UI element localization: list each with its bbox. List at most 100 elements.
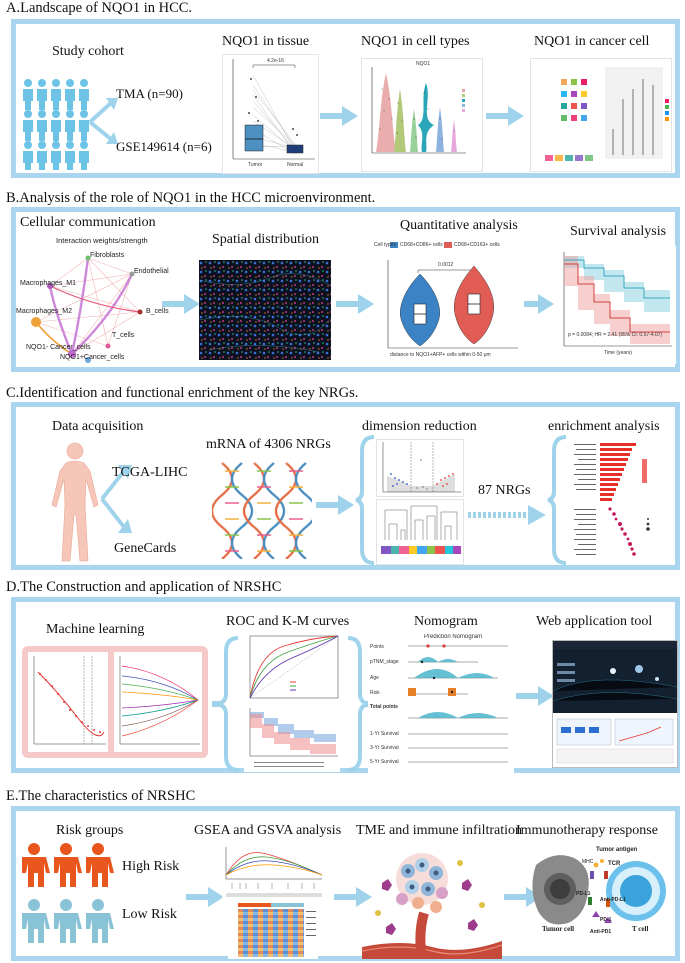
tme-illustration	[362, 853, 502, 959]
quantitative-violin: Cell types CD68+CD86+ cells CD68+CD163+ …	[374, 238, 524, 366]
human-body-icon	[51, 442, 99, 562]
high-risk-people-icon	[22, 843, 114, 887]
dimension-reduction-label: dimension reduction	[362, 419, 477, 434]
gse-label: GSE149614 (n=6)	[116, 139, 212, 154]
gsea-plot	[222, 845, 324, 901]
immunotherapy-label: Immunotherapy response	[516, 823, 658, 838]
nomo-row-5yr: 5-Yr Survival	[370, 759, 399, 765]
nomo-row-risk: Risk	[370, 690, 380, 696]
survival-pvalue: p = 0.0084; HR = 2.41 (95% CI: 0.57-4.07…	[568, 332, 663, 338]
legend-cd86: CD68+CD86+ cells	[400, 242, 443, 248]
branch-arrows	[88, 98, 118, 144]
tma-label: TMA (n=90)	[116, 86, 183, 101]
tissue-x-tumor: Tumor	[248, 162, 263, 168]
interaction-network	[31, 255, 143, 363]
legend-title: Cell types	[374, 242, 396, 248]
tissue-pvalue: 4.2e-16	[267, 58, 284, 64]
genecards-label: GeneCards	[114, 541, 177, 556]
roc-plot	[244, 634, 340, 704]
section-d-title: D.The Construction and application of NR…	[6, 579, 282, 595]
brace-left-c	[355, 435, 375, 565]
arrow-d1	[516, 686, 554, 706]
web-app-label: Web application tool	[536, 614, 653, 629]
nomo-row-points: Points	[370, 644, 384, 650]
network-title: Interaction weights/strength	[56, 236, 148, 245]
lasso-coef-plot	[114, 652, 202, 752]
tumor-antigen-label: Tumor antigen	[596, 847, 638, 853]
spatial-image	[199, 260, 331, 360]
pd1-label: PD-1	[600, 917, 612, 923]
machine-learning-label: Machine learning	[46, 622, 145, 637]
volcano-plot	[376, 439, 464, 497]
quantitative-analysis-label: Quantitative analysis	[400, 218, 518, 233]
arrow-b1	[162, 294, 200, 314]
legend-cd163: CD68+CD163+ cells	[454, 242, 500, 248]
dendrogram-plot	[376, 499, 464, 565]
arrow-c1	[316, 495, 354, 515]
gsva-heatmap	[228, 903, 318, 959]
arrow-a2	[486, 106, 524, 126]
risk-groups-label: Risk groups	[56, 823, 124, 838]
nomo-row-ptnm: pTNM_stage	[370, 659, 399, 665]
arrow-b3	[524, 294, 554, 314]
panel-b: Cellular communication Interaction weigh…	[11, 207, 680, 372]
violin-title: NQO1	[416, 61, 431, 67]
roc-km-label: ROC and K-M curves	[226, 614, 350, 629]
spatial-distribution-label: Spatial distribution	[212, 232, 319, 247]
node-fibroblasts: Fibroblasts	[90, 252, 125, 259]
gsea-gsva-label: GSEA and GSVA analysis	[194, 823, 342, 838]
tissue-boxplot: 4.2e-16 Tumor Normal	[222, 54, 319, 174]
nomo-row-1yr: 1-Yr Survival	[370, 731, 399, 737]
quant-xlabel: distance to NQO1+AFP+ cells within 0-50 …	[390, 352, 491, 358]
tumor-cell-label: Tumor cell	[542, 925, 575, 933]
section-c-title: C.Identification and functional enrichme…	[6, 385, 359, 401]
ml-panel	[22, 646, 208, 758]
section-e-title: E.The characteristics of NRSHC	[6, 788, 196, 804]
section-b-title: B.Analysis of the role of NQO1 in the HC…	[6, 190, 376, 206]
dashed-arrow-c	[468, 505, 546, 525]
km-plot	[244, 706, 340, 772]
nomo-row-3yr: 3-Yr Survival	[370, 745, 399, 751]
arrow-e1	[186, 887, 224, 907]
panel-d: Machine learning ROC and K-M curves	[11, 597, 680, 774]
t-cell-label: T cell	[632, 925, 649, 933]
tcr-label: TCR	[608, 861, 621, 867]
lasso-cv-plot	[28, 652, 108, 752]
cell-types-violin: NQO1	[361, 58, 483, 172]
node-b-cells: B_cells	[146, 308, 169, 315]
nomogram-plot: Prediction Nomogram Points pTNM_stage Ag…	[368, 634, 514, 774]
mhc-label: MHC	[582, 859, 594, 865]
branch-arrows-c	[100, 465, 132, 533]
high-risk-label: High Risk	[122, 859, 180, 874]
mrna-label: mRNA of 4306 NRGs	[206, 437, 331, 452]
section-a-title: A.Landscape of NQO1 in HCC.	[6, 0, 193, 16]
node-endothelial: Endothelial	[134, 268, 169, 275]
panel-c: Data acquisition TCGA-LIHC GeneCards mRN…	[11, 402, 680, 570]
cellular-communication-label: Cellular communication	[20, 215, 156, 230]
anti-pd1-label: Anti-PD1	[590, 929, 612, 935]
panel-e: Risk groups High Risk Low Risk GSEA and …	[11, 806, 680, 961]
web-app-screenshot	[552, 640, 678, 768]
tme-label: TME and immune infiltration	[356, 823, 523, 838]
node-nqo1-neg: NQO1- Cancer_cells	[26, 344, 91, 351]
node-macrophages-m2: Macrophages_M2	[16, 308, 73, 315]
node-t-cells: T_cells	[112, 332, 135, 339]
pdl1-label: PD-L1	[576, 891, 591, 897]
data-acquisition-label: Data acquisition	[52, 419, 144, 434]
nqo1-cancer-cell-label: NQO1 in cancer cell	[534, 34, 650, 49]
low-risk-people-icon	[22, 899, 114, 943]
arrow-b2	[336, 294, 374, 314]
tcga-label: TCGA-LIHC	[112, 465, 188, 480]
study-cohort-label: Study cohort	[52, 44, 124, 59]
survival-plot: p = 0.0084; HR = 2.41 (95% CI: 0.57-4.07…	[554, 246, 676, 364]
nomo-row-total: Total points	[370, 704, 398, 710]
survival-analysis-label: Survival analysis	[570, 224, 667, 239]
quant-pvalue: 0.0012	[438, 262, 454, 268]
brace-right-c	[547, 435, 567, 565]
nomogram-label: Nomogram	[414, 614, 478, 629]
node-macrophages-m1: Macrophages_M1	[20, 280, 77, 287]
arrow-a1	[320, 106, 358, 126]
people-group-icon	[23, 79, 89, 170]
survival-xlabel: Time (years)	[604, 350, 632, 356]
nrgs-87-label: 87 NRGs	[478, 483, 531, 498]
